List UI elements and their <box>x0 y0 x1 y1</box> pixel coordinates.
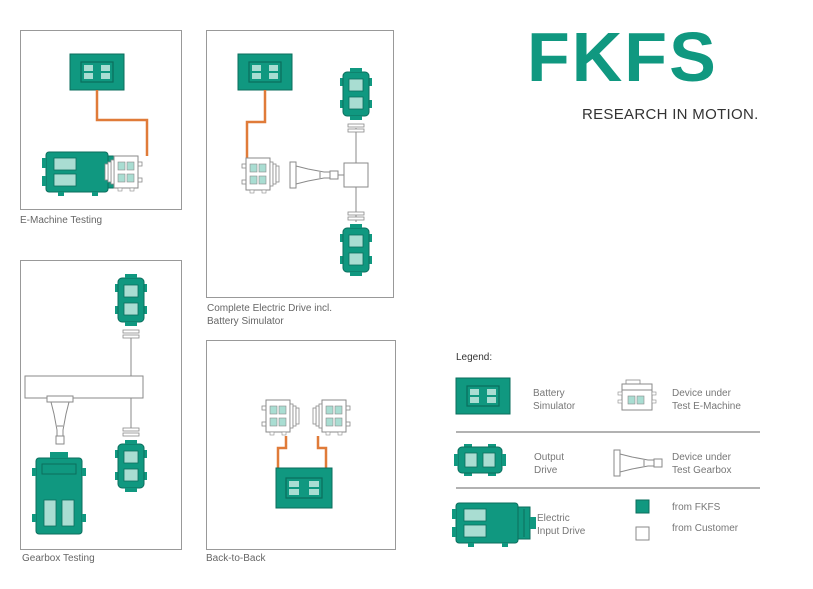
legend-label-line2: Simulator <box>533 401 576 412</box>
caption-gearbox-testing: Gearbox Testing <box>22 553 95 564</box>
legend-label-line1: Output <box>534 452 565 463</box>
complete-drive-diagram <box>237 53 373 277</box>
caption-complete-drive-line2: Battery Simulator <box>207 316 284 327</box>
panel-complete-drive <box>206 30 394 298</box>
legend-from-fkfs: from FKFS <box>672 502 721 513</box>
caption-back-to-back: Back-to-Back <box>206 553 266 564</box>
tagline: RESEARCH IN MOTION. <box>582 106 759 123</box>
legend-icons <box>451 377 760 548</box>
legend-label-line2: Input Drive <box>537 526 586 537</box>
panel-emachine-testing <box>20 30 182 210</box>
legend-label-line2: Test Gearbox <box>672 465 732 476</box>
panel-gearbox-testing <box>20 260 182 550</box>
legend-gearbox-dut: Device under Test Gearbox <box>672 451 731 477</box>
legend-from-customer: from Customer <box>672 523 739 534</box>
legend-label-line1: Device under <box>672 388 731 399</box>
caption-emachine-testing: E-Machine Testing <box>20 215 103 226</box>
legend-battery-simulator: Battery Simulator <box>533 387 575 413</box>
legend-label-line1: Battery <box>533 388 565 399</box>
legend-label-line1: Device under <box>672 452 731 463</box>
legend-title: Legend: <box>456 352 493 363</box>
legend-electric-input-drive: Electric Input Drive <box>537 512 585 538</box>
legend-output-drive: Output Drive <box>534 451 564 477</box>
emachine-testing-diagram <box>41 53 149 197</box>
fkfs-logo: FKFS <box>527 18 718 96</box>
back-to-back-diagram <box>261 399 351 509</box>
legend-label-line2: Drive <box>534 465 558 476</box>
legend-label-line1: Electric <box>537 513 570 524</box>
legend-emachine-dut: Device under Test E-Machine <box>672 387 741 413</box>
panel-back-to-back <box>206 340 396 550</box>
legend-label-line2: Test E-Machine <box>672 401 741 412</box>
caption-complete-drive-line1: Complete Electric Drive incl. <box>207 303 333 314</box>
battery-simulator-icon <box>69 53 125 91</box>
gearbox-testing-diagram <box>24 273 148 535</box>
